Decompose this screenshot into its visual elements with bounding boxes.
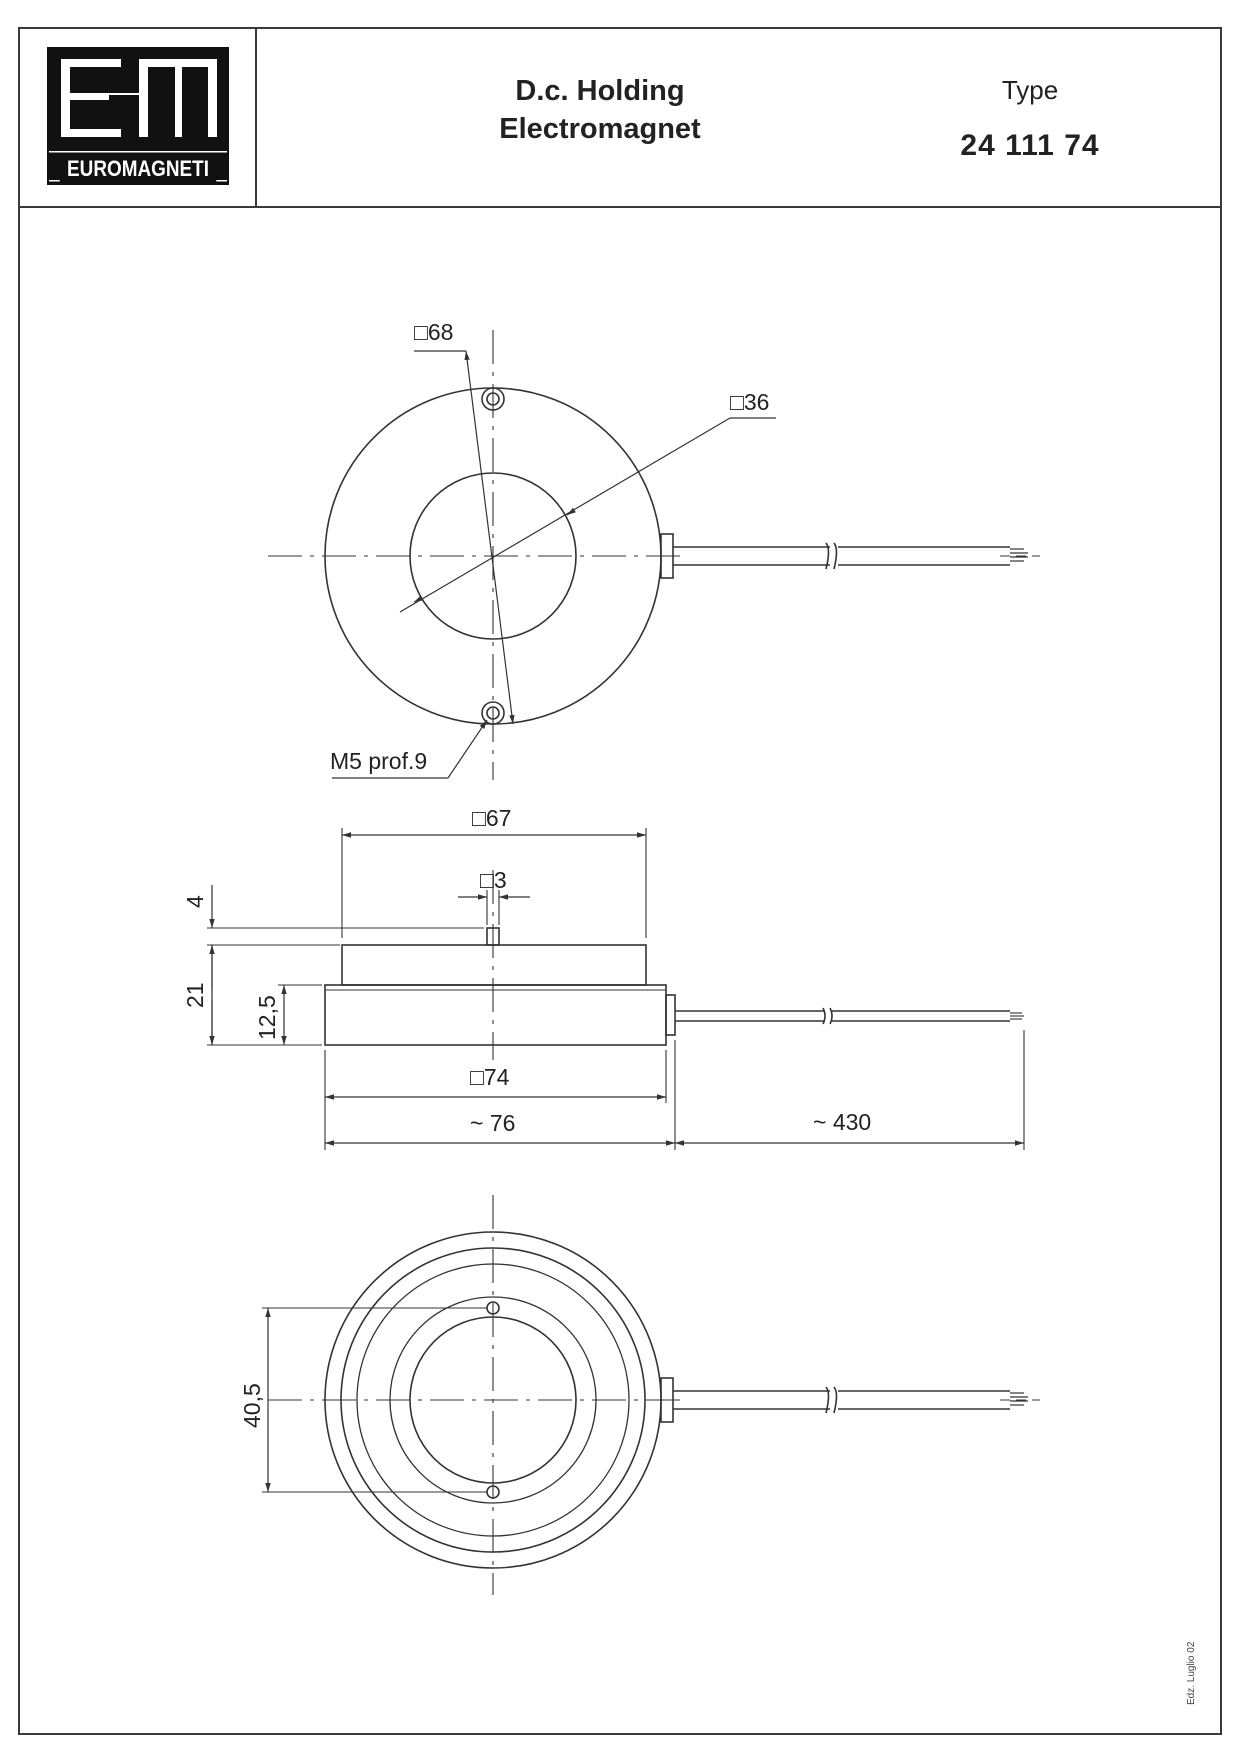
dim-label-76: ~ 76 [470, 1110, 515, 1136]
title-block: EUROMAGNETI D.c. Holding Electromagnet T… [20, 29, 1220, 208]
title-line-1: D.c. Holding [515, 75, 685, 107]
edition-note: Edz. Luglio 02 [1186, 1641, 1197, 1705]
dim-label-40-5: 40,5 [239, 1383, 265, 1428]
logo-wordmark: EUROMAGNETI [59, 153, 217, 185]
side-body [324, 984, 667, 1046]
page-title: D.c. Holding Electromagnet [340, 72, 860, 148]
type-label: Type [1001, 75, 1059, 105]
bottom-view [262, 1195, 1040, 1595]
dim-label-68: □68 [414, 319, 453, 345]
bottom-cable-gland [660, 1377, 674, 1423]
drawing-sheet: EUROMAGNETI D.c. Holding Electromagnet T… [18, 27, 1222, 1735]
dim-label-67: □67 [472, 805, 511, 831]
dim-label-36: □36 [730, 389, 769, 415]
side-cable-gland [665, 994, 676, 1036]
dim-label-4: 4 [182, 895, 208, 908]
dim-label-74: □74 [470, 1064, 510, 1090]
bottom-second-ring [340, 1247, 646, 1553]
side-view [207, 828, 1025, 1150]
dim-label-21: 21 [182, 982, 208, 1008]
logo-cell: EUROMAGNETI [20, 29, 257, 206]
dim-label-3: □3 [480, 867, 507, 893]
type-number: 24 111 74 [960, 129, 1100, 162]
side-top-plate [341, 944, 647, 986]
dim-label-12-5: 12,5 [254, 995, 280, 1040]
bottom-core [409, 1316, 577, 1484]
top-cable-gland [660, 533, 674, 579]
dim-label-thread: M5 prof.9 [330, 748, 427, 774]
dim-label-430: ~ 430 [813, 1109, 871, 1135]
top-view [268, 330, 1040, 780]
euromagneti-logo: EUROMAGNETI [47, 47, 229, 185]
bottom-third-ring [356, 1263, 630, 1537]
title-line-2: Electromagnet [499, 113, 701, 145]
bottom-pole-ring [389, 1296, 597, 1504]
